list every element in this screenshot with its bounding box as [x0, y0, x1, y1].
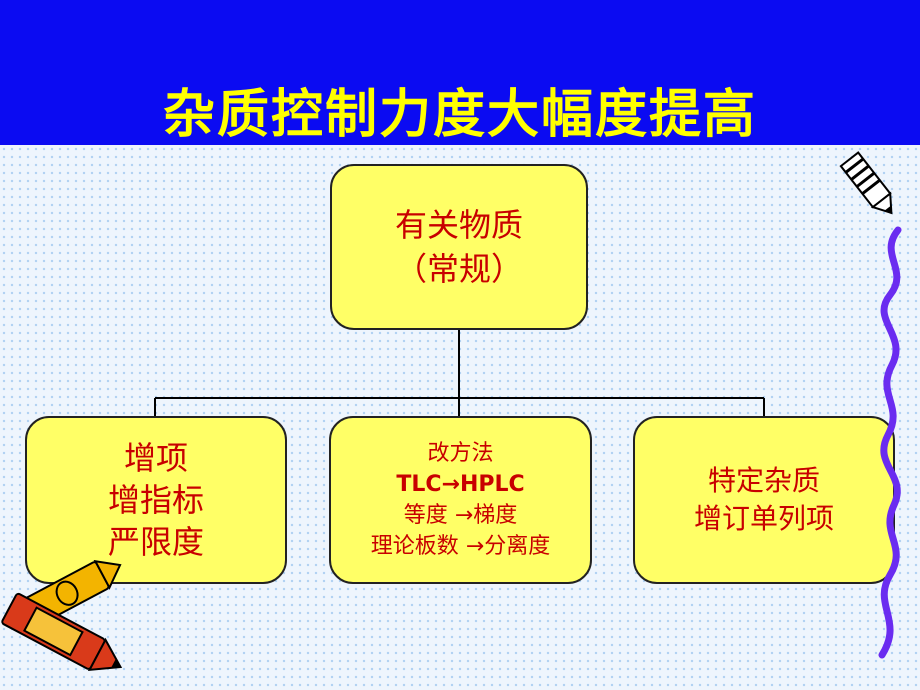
- child-2-line-1: 改方法: [427, 441, 494, 466]
- child-1-line-3: 严限度: [107, 523, 204, 561]
- root-line-1: 有关物质: [394, 206, 523, 244]
- child-1-line-1: 增项: [123, 439, 188, 477]
- pencil-icon: [839, 151, 893, 215]
- root-node: 有关物质 （常规）: [330, 164, 588, 330]
- squiggle-line-icon: [878, 226, 902, 659]
- child-2-line-2: TLC→HPLC: [396, 472, 525, 497]
- child-node-add-items: 增项 增指标 严限度: [25, 416, 287, 584]
- child-3-line-1: 特定杂质: [707, 464, 820, 497]
- child-node-specific-impurities: 特定杂质 增订单列项: [633, 416, 895, 584]
- child-2-line-3: 等度 →梯度: [403, 503, 518, 528]
- child-1-line-2: 增指标: [107, 481, 204, 519]
- header-bar: [0, 0, 920, 145]
- root-line-2: （常规）: [394, 250, 523, 288]
- crayon-icon: [1, 560, 123, 672]
- child-3-line-2: 增订单列项: [693, 502, 834, 535]
- child-2-line-4: 理论板数 →分离度: [370, 534, 551, 559]
- slide-title: 杂质控制力度大幅度提高: [162, 85, 757, 145]
- child-node-change-method: 改方法 TLC→HPLC 等度 →梯度 理论板数 →分离度: [329, 416, 592, 584]
